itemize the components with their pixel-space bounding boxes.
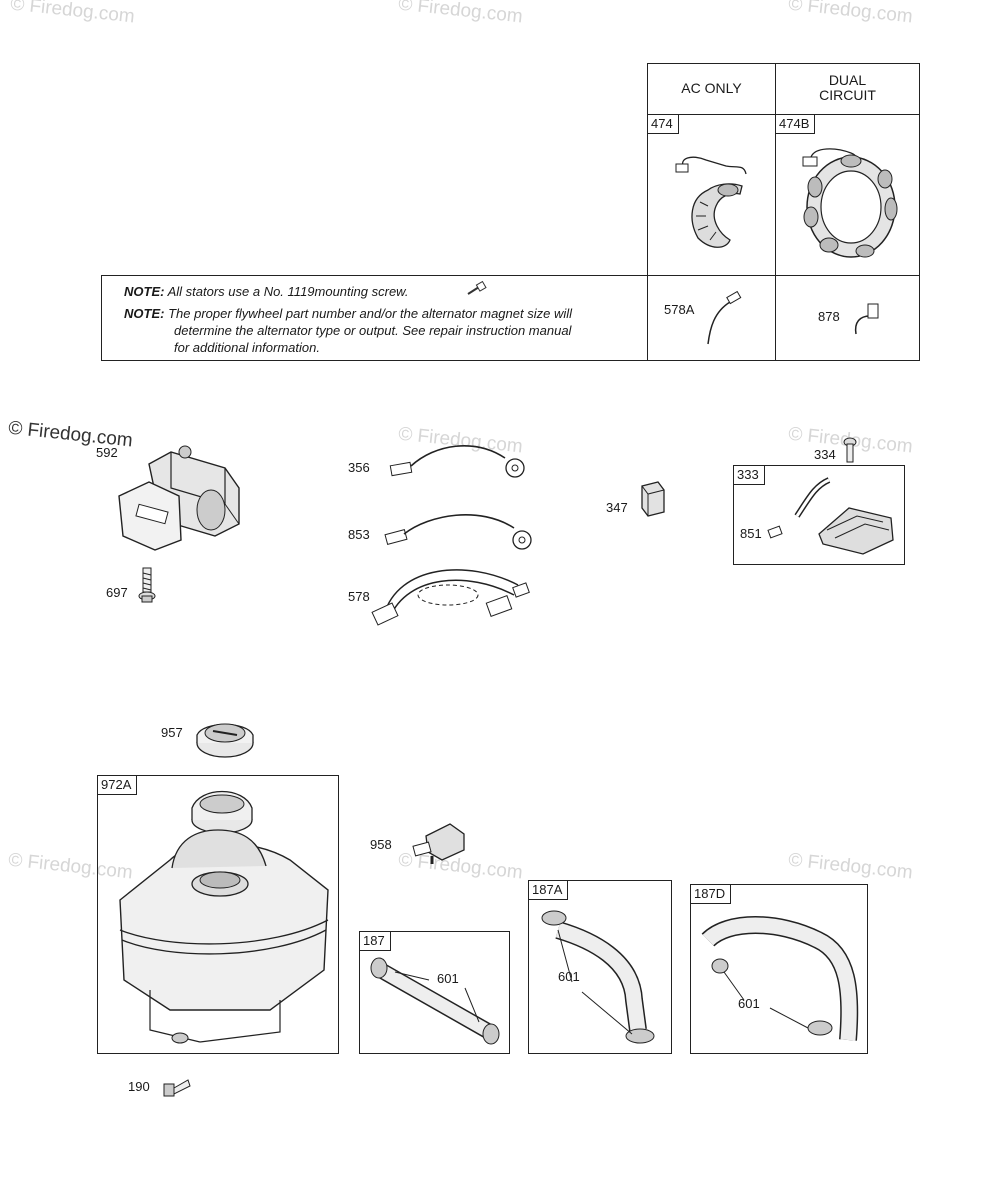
note-label: NOTE: — [124, 306, 165, 321]
wire-578a-drawing — [700, 288, 750, 348]
column-header-ac-only: AC ONLY — [681, 80, 742, 96]
note-stator-screw: NOTE: All stators use a No. 1119mounting… — [124, 283, 408, 300]
part-label-578a: 578A — [664, 302, 695, 317]
note-label: NOTE: — [124, 284, 165, 299]
part-label-601: 601 — [558, 969, 580, 984]
part-label-851: 851 — [740, 526, 762, 541]
part-box-187d — [690, 884, 868, 1054]
part-label-697: 697 — [106, 585, 128, 600]
fuel-tank-972a-drawing — [110, 780, 340, 1050]
wire-356-drawing — [385, 438, 545, 488]
screw-334-drawing — [840, 436, 860, 466]
note-flywheel-line3: for additional information. — [174, 340, 320, 355]
part-label-578: 578 — [348, 589, 370, 604]
part-label-853: 853 — [348, 527, 370, 542]
part-label-601: 601 — [437, 971, 459, 986]
note-flywheel-line2: determine the alternator type or output.… — [174, 323, 572, 338]
connector-878-drawing — [850, 300, 890, 340]
part-tag-187a: 187A — [529, 881, 569, 900]
watermark: © Firedog.com — [397, 0, 524, 28]
harness-578-drawing — [368, 555, 538, 635]
part-label-601: 601 — [738, 996, 760, 1011]
column-header-dual-circuit-line2: CIRCUIT — [819, 87, 876, 103]
fuel-valve-958-drawing — [410, 816, 470, 866]
part-box-972a — [97, 775, 339, 1054]
fuel-line-187d-drawing — [698, 910, 864, 1050]
part-box-187 — [359, 931, 510, 1054]
part-label-878: 878 — [818, 309, 840, 324]
part-label-334: 334 — [814, 447, 836, 462]
table-cell — [775, 275, 920, 361]
rectifier-592-drawing — [115, 438, 245, 553]
wire-853-drawing — [380, 506, 550, 556]
part-box-333 — [733, 465, 905, 565]
fuel-line-187-drawing — [365, 950, 505, 1050]
note-flywheel: NOTE: The proper flywheel part number an… — [124, 305, 572, 322]
stator-dual-circuit-drawing — [795, 145, 905, 265]
ignition-coil-333-drawing — [765, 470, 900, 560]
stator-ac-only-drawing — [670, 150, 765, 260]
part-tag-187d: 187D — [691, 885, 732, 904]
screw-697-drawing — [138, 566, 158, 606]
part-label-356: 356 — [348, 460, 370, 475]
part-label-957: 957 — [161, 725, 183, 740]
fuel-line-187a-drawing — [532, 900, 668, 1050]
part-tag-187: 187 — [360, 932, 391, 951]
fuse-347-drawing — [634, 480, 668, 520]
fuel-cap-957-drawing — [193, 713, 259, 763]
part-label-592: 592 — [96, 445, 118, 460]
part-tag-474: 474 — [648, 115, 679, 134]
part-tag-333: 333 — [734, 466, 765, 485]
screw-190-drawing — [162, 1074, 192, 1100]
note-text: All stators use a No. 1119mounting screw… — [167, 284, 409, 299]
watermark: © Firedog.com — [787, 0, 914, 28]
part-label-958: 958 — [370, 837, 392, 852]
watermark: © Firedog.com — [9, 0, 136, 28]
column-header-dual-circuit-line1: DUAL — [828, 72, 867, 88]
part-label-347: 347 — [606, 500, 628, 515]
part-tag-972a: 972A — [98, 776, 138, 795]
watermark: © Firedog.com — [787, 849, 914, 884]
part-label-190: 190 — [128, 1079, 150, 1094]
part-box-187a — [528, 880, 672, 1054]
mounting-screw-icon — [467, 282, 487, 296]
note-text: The proper flywheel part number and/or t… — [168, 306, 573, 321]
part-tag-474b: 474B — [776, 115, 816, 134]
